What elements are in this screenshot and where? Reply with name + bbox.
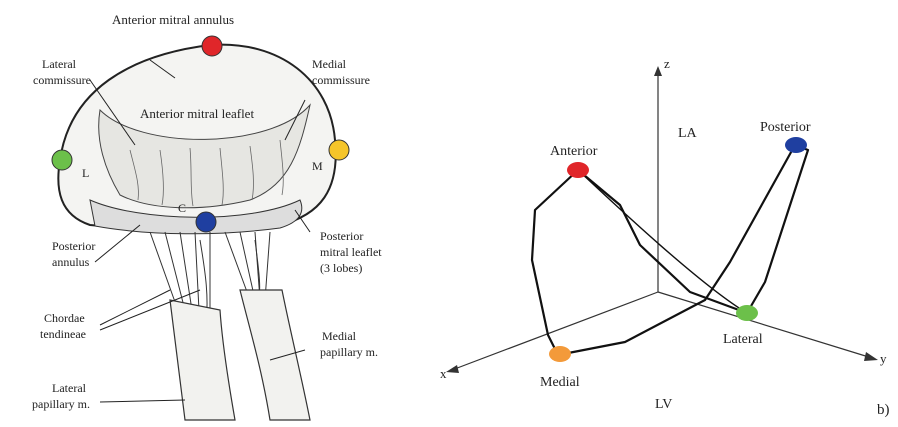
label-medial-commissure-1: Medial <box>312 57 347 71</box>
point-label-anterior: Anterior <box>550 144 598 159</box>
label-lateral-commissure-1: Lateral <box>42 57 77 71</box>
label-posterior-annulus-2: annulus <box>52 255 90 269</box>
anterior-marker <box>202 36 222 56</box>
medial-marker <box>329 140 349 160</box>
label-chordae-1: Chordae <box>44 311 85 325</box>
label-medial-papillary-1: Medial <box>322 329 357 343</box>
label-point-c: C <box>178 201 186 215</box>
posterior-point <box>785 137 807 153</box>
y-axis-arrow <box>864 352 878 361</box>
label-medial-commissure-2: commissure <box>312 73 370 87</box>
panel-a-anatomy: Anterior mitral annulus Lateral commissu… <box>32 12 382 420</box>
label-posterior-annulus-1: Posterior <box>52 239 95 253</box>
lateral-point <box>736 305 758 321</box>
label-anterior-mitral-annulus: Anterior mitral annulus <box>112 12 234 27</box>
point-label-lateral: Lateral <box>723 332 763 347</box>
anterior-point <box>567 162 589 178</box>
medial-point <box>549 346 571 362</box>
lateral-marker <box>52 150 72 170</box>
axis-label-y: y <box>880 351 887 366</box>
x-axis-arrow <box>446 365 459 373</box>
label-anterior-mitral-leaflet: Anterior mitral leaflet <box>140 106 254 121</box>
label-medial-papillary-2: papillary m. <box>320 345 378 359</box>
label-point-l: L <box>82 166 89 180</box>
lateral-papillary-muscle <box>170 300 235 420</box>
point-label-medial: Medial <box>540 375 580 390</box>
axes-lines <box>452 74 872 370</box>
label-chordae-2: tendineae <box>40 327 86 341</box>
label-lateral-papillary-2: papillary m. <box>32 397 90 411</box>
point-label-posterior: Posterior <box>760 120 811 135</box>
axis-label-z: z <box>664 56 670 71</box>
axis-label-x: x <box>440 366 447 381</box>
region-label-lv: LV <box>655 397 672 412</box>
label-posterior-leaflet-1: Posterior <box>320 229 363 243</box>
posterior-marker <box>196 212 216 232</box>
y-axis <box>658 292 872 358</box>
region-label-la: LA <box>678 126 698 141</box>
z-axis-arrow <box>654 66 662 76</box>
label-point-m: M <box>312 159 323 173</box>
label-lateral-papillary-1: Lateral <box>52 381 87 395</box>
label-posterior-leaflet-3: (3 lobes) <box>320 261 362 275</box>
label-lateral-commissure-2: commissure <box>33 73 91 87</box>
panel-b-3d-plot: z x y LA LV Anterior Posterior Lateral M… <box>440 56 890 418</box>
medial-papillary-muscle <box>240 290 310 420</box>
panel-b-letter: b) <box>877 402 890 418</box>
label-posterior-leaflet-2: mitral leaflet <box>320 245 382 259</box>
